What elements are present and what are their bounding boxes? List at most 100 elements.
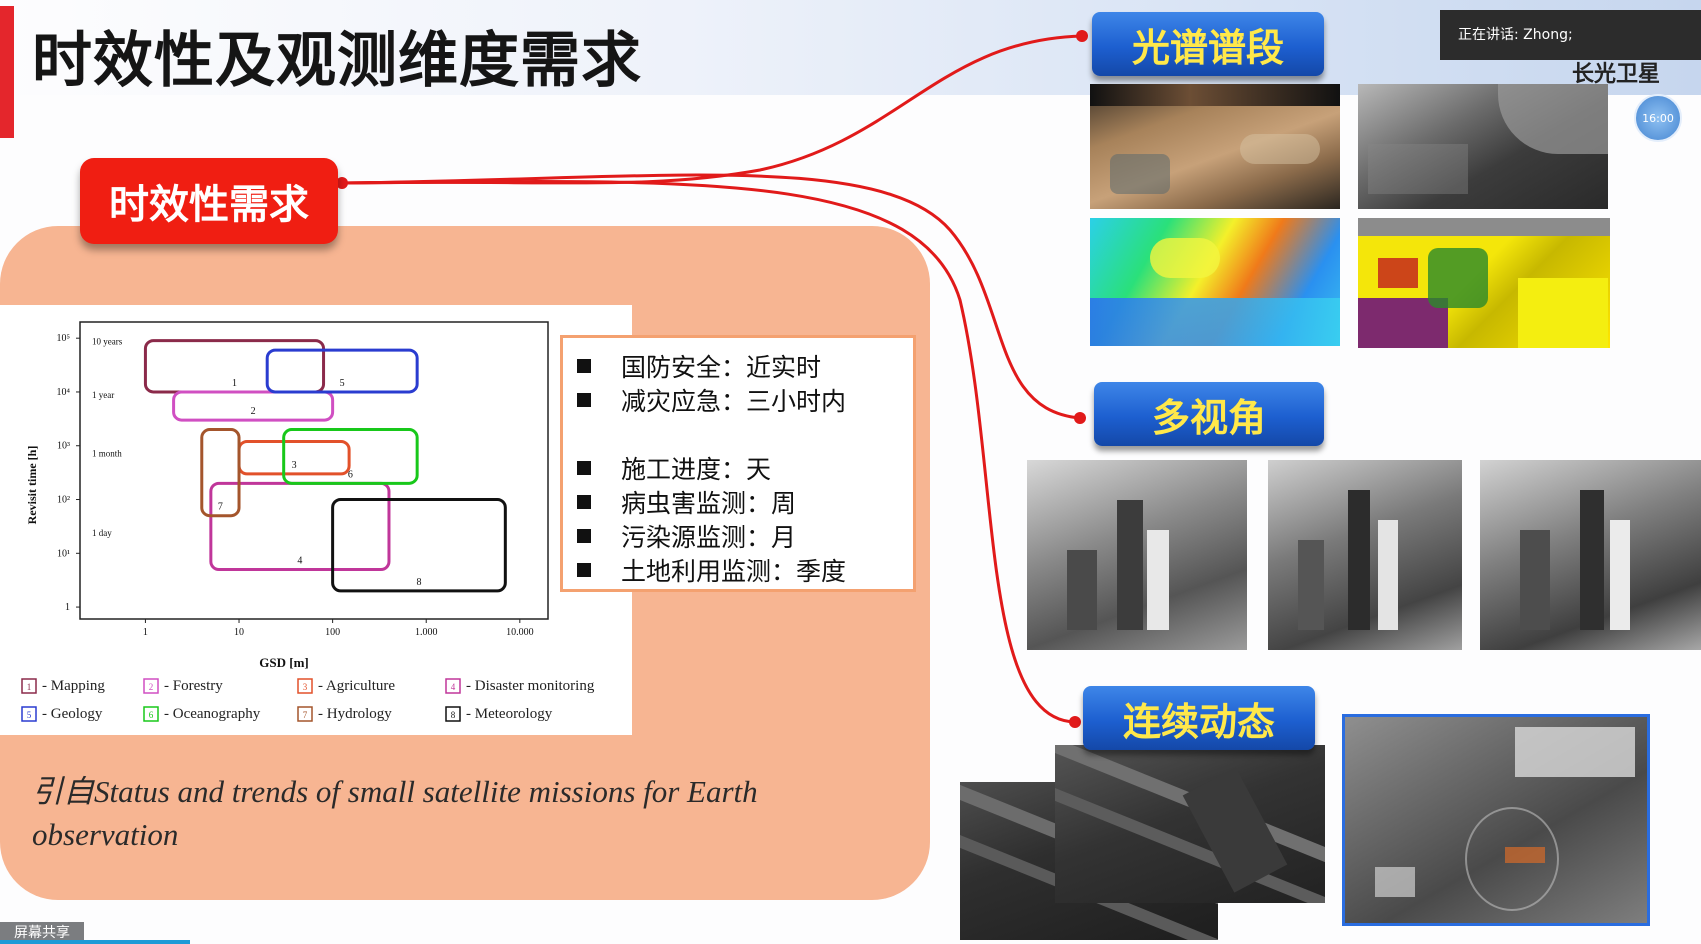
legend-label: - Hydrology bbox=[318, 706, 392, 722]
connector-dot-continuous bbox=[1069, 716, 1081, 728]
region-number-2: 2 bbox=[251, 406, 256, 417]
continuous-dynamic-label: 连续动态 bbox=[1083, 686, 1315, 750]
bullet-square-icon bbox=[577, 529, 591, 543]
multi-view-image-1 bbox=[1027, 460, 1247, 650]
x-tick-label: 10.000 bbox=[506, 627, 534, 638]
region-number-4: 4 bbox=[297, 555, 302, 566]
y-annotation: 1 day bbox=[92, 528, 112, 538]
list-item: 病虫害监测：周 bbox=[577, 484, 796, 520]
multi-view-image-2 bbox=[1268, 460, 1462, 650]
citation-text: 引自Status and trends of small satellite m… bbox=[32, 774, 758, 852]
legend-label: - Oceanography bbox=[164, 706, 261, 722]
spectral-classification-image bbox=[1358, 218, 1610, 348]
legend-number: 6 bbox=[149, 710, 154, 720]
list-item: 国防安全：近实时 bbox=[577, 348, 821, 384]
region-7 bbox=[200, 428, 241, 518]
active-speaker-banner: 正在讲话: Zhong; bbox=[1440, 10, 1701, 60]
spectral-panchromatic-image bbox=[1358, 84, 1608, 209]
continuous-aerial-image bbox=[1342, 714, 1650, 926]
bullet-square-icon bbox=[577, 563, 591, 577]
legend-number: 8 bbox=[451, 710, 456, 720]
legend-swatch bbox=[21, 678, 37, 694]
y-tick-label: 10² bbox=[57, 495, 70, 506]
x-tick-label: 1 bbox=[143, 627, 148, 638]
region-number-8: 8 bbox=[416, 577, 421, 588]
x-tick-label: 1.000 bbox=[415, 627, 438, 638]
title-accent-bar bbox=[0, 6, 14, 138]
x-tick-label: 10 bbox=[234, 627, 244, 638]
y-tick-label: 10³ bbox=[57, 441, 70, 452]
bullet-square-icon bbox=[577, 393, 591, 407]
spectral-bands-label: 光谱谱段 bbox=[1092, 12, 1324, 76]
connector-dot-spectral bbox=[1076, 30, 1088, 42]
plot-frame bbox=[79, 321, 549, 620]
title-bar bbox=[0, 0, 1701, 95]
region-6 bbox=[282, 428, 419, 485]
connector-to-continuous bbox=[341, 180, 1076, 724]
screen-share-indicator bbox=[0, 940, 190, 944]
list-item: 土地利用监测：季度 bbox=[577, 552, 846, 588]
screen-share-tag[interactable]: 屏幕共享 bbox=[0, 922, 84, 944]
region-number-6: 6 bbox=[348, 469, 353, 480]
y-annotation: 1 month bbox=[92, 448, 122, 458]
legend-swatch bbox=[445, 706, 461, 722]
legend-swatch bbox=[297, 706, 313, 722]
legend-label: - Agriculture bbox=[318, 678, 395, 694]
timeliness-requirement-label: 时效性需求 bbox=[80, 158, 338, 244]
legend-label: - Disaster monitoring bbox=[466, 678, 595, 694]
slide-title: 时效性及观测维度需求 bbox=[32, 26, 642, 96]
connector-dot-multiview bbox=[1074, 412, 1086, 424]
multi-view-label: 多视角 bbox=[1094, 382, 1324, 446]
region-number-5: 5 bbox=[340, 378, 345, 389]
legend-swatch bbox=[445, 678, 461, 694]
bullet-square-icon bbox=[577, 461, 591, 475]
legend-label: - Meteorology bbox=[466, 706, 553, 722]
timeliness-list: 国防安全：近实时 减灾应急：三小时内 施工进度：天 病虫害监测：周 污染源监测：… bbox=[560, 335, 916, 592]
list-item: 施工进度：天 bbox=[577, 450, 771, 486]
connector-origin-dot bbox=[336, 177, 348, 189]
y-annotation: 1 year bbox=[92, 390, 114, 400]
list-item: 污染源监测：月 bbox=[577, 518, 796, 554]
region-number-1: 1 bbox=[232, 378, 237, 389]
legend-number: 5 bbox=[27, 710, 32, 720]
chart-card: 1 2 3 4 5 6 7 8 10⁵ 10⁴ 10³ 10² 10¹ 1 10 years 1 year 1… bbox=[0, 305, 632, 735]
multi-view-image-3 bbox=[1480, 460, 1701, 650]
y-tick-label: 10⁵ bbox=[57, 333, 71, 344]
legend-number: 4 bbox=[451, 682, 456, 692]
region-2 bbox=[172, 390, 335, 422]
legend-swatch bbox=[143, 678, 159, 694]
legend-swatch bbox=[297, 678, 313, 694]
legend-number: 1 bbox=[27, 682, 32, 692]
y-annotation: 10 years bbox=[92, 336, 123, 346]
timer-badge[interactable]: 16:00 bbox=[1634, 94, 1682, 142]
bullet-square-icon bbox=[577, 359, 591, 373]
y-tick-label: 10⁴ bbox=[57, 387, 71, 398]
list-item: 减灾应急：三小时内 bbox=[577, 382, 846, 418]
legend-swatch bbox=[143, 706, 159, 722]
y-tick-label: 1 bbox=[65, 602, 70, 613]
region-number-7: 7 bbox=[218, 502, 223, 513]
continuous-frame-front bbox=[1055, 745, 1325, 903]
legend-number: 7 bbox=[303, 710, 308, 720]
legend-label: - Geology bbox=[42, 706, 103, 722]
legend-label: - Forestry bbox=[164, 678, 223, 694]
connector-to-multiview bbox=[341, 173, 1081, 420]
region-5 bbox=[265, 348, 419, 394]
brand-watermark: 长光卫星 bbox=[1572, 62, 1661, 87]
legend-number: 2 bbox=[149, 682, 154, 692]
x-axis-label: GSD [m] bbox=[259, 655, 308, 670]
connector-to-spectral bbox=[341, 34, 1083, 185]
region-number-3: 3 bbox=[292, 460, 297, 471]
x-tick-label: 100 bbox=[325, 627, 340, 638]
revisit-gsd-chart: 1 2 3 4 5 6 7 8 10⁵ 10⁴ 10³ 10² 10¹ 1 10 years 1 year 1… bbox=[21, 321, 595, 722]
legend-swatch bbox=[21, 706, 37, 722]
legend-number: 3 bbox=[303, 682, 308, 692]
spectral-true-color-image bbox=[1090, 84, 1340, 209]
y-tick-label: 10¹ bbox=[57, 548, 70, 559]
region-8 bbox=[331, 498, 507, 593]
spectral-index-map-image bbox=[1090, 218, 1340, 346]
legend-label: - Mapping bbox=[42, 678, 105, 694]
bullet-square-icon bbox=[577, 495, 591, 509]
y-axis-label: Revisit time [h] bbox=[25, 446, 39, 525]
